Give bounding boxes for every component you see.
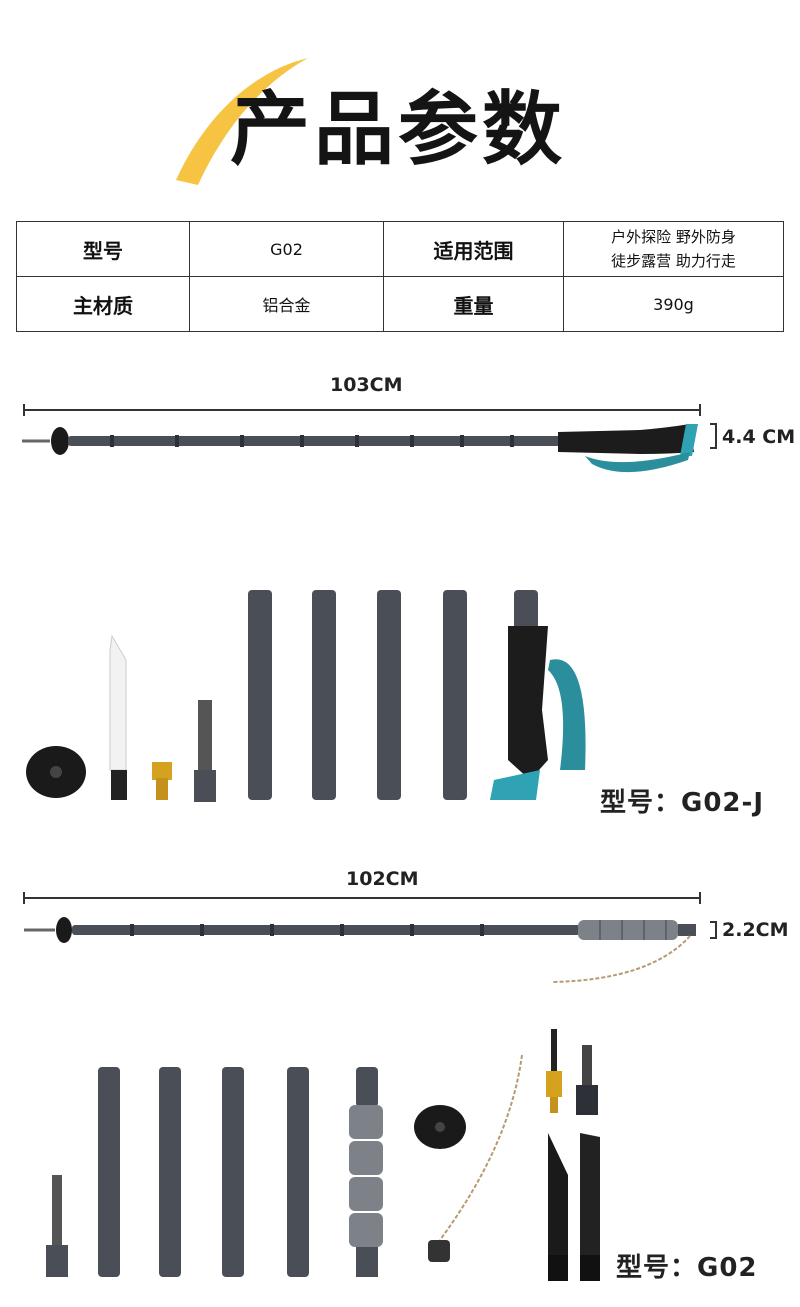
page-title: 产品参数 — [230, 83, 566, 176]
spec-table: 型号 G02 适用范围 户外探险 野外防身 徒步露营 助力行走 主材质 铝合金 … — [16, 221, 784, 332]
product-a-length-label: 103CM — [330, 374, 403, 396]
table-row: 主材质 铝合金 重量 390g — [16, 276, 784, 332]
product-b-model-label: 型号：G02 — [616, 1253, 758, 1283]
table-row: 型号 G02 适用范围 户外探险 野外防身 徒步露营 助力行走 — [16, 221, 784, 277]
spec-key-usage: 适用范围 — [383, 221, 564, 277]
product-b-diameter-label: 2.2CM — [722, 919, 789, 941]
product-a-diameter-label: 4.4 CM — [722, 426, 796, 448]
spec-value-usage-line2: 徒步露营 助力行走 — [611, 252, 736, 270]
title-swoosh-decoration — [176, 58, 308, 185]
product-a-assembled-pole — [22, 404, 717, 473]
spec-value-model: G02 — [189, 221, 384, 277]
product-a-model-label: 型号：G02-J — [600, 788, 764, 818]
spec-key-material: 主材质 — [16, 276, 190, 332]
product-a-parts — [26, 590, 586, 802]
spec-value-material: 铝合金 — [189, 276, 384, 332]
product-b-parts — [46, 1029, 600, 1281]
spec-key-model: 型号 — [16, 221, 190, 277]
spec-value-usage-line1: 户外探险 野外防身 — [611, 228, 736, 246]
title-section: 产品参数 — [0, 40, 800, 190]
product-b-assembled-pole — [23, 892, 717, 983]
spec-value-usage: 户外探险 野外防身 徒步露营 助力行走 — [563, 221, 784, 277]
product-b-length-label: 102CM — [346, 868, 419, 890]
spec-key-weight: 重量 — [383, 276, 564, 332]
spec-value-weight: 390g — [563, 276, 784, 332]
